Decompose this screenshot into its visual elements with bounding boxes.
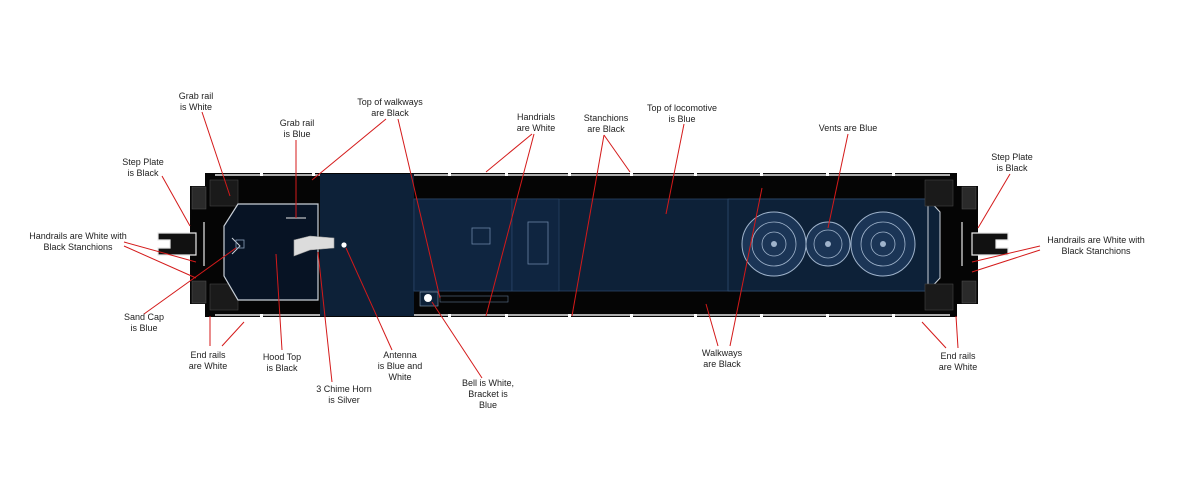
leader-grab-rail-white: [201, 111, 231, 197]
bell: [424, 294, 432, 302]
leader-end-rails-left-2: [221, 321, 245, 347]
right-tread-top: [961, 186, 977, 210]
left-coupler: [157, 232, 197, 256]
left-step-plate-top: [209, 179, 239, 207]
left-tread-top: [191, 186, 207, 210]
left-tread-bottom: [191, 280, 207, 304]
leader-handrails-left-1: [123, 241, 197, 263]
vent-fan-3: [850, 211, 916, 277]
right-tread-bottom: [961, 280, 977, 304]
radiator-section: [727, 197, 941, 293]
chime-horn: [293, 235, 335, 257]
sand-cap-box: [235, 239, 245, 249]
leader-walkways-2: [705, 303, 719, 347]
leader-vents: [827, 133, 849, 229]
leader-end-rails-right-1: [921, 321, 947, 349]
leader-walkways-1: [729, 187, 763, 347]
right-step-plate-top: [924, 179, 954, 207]
right-end: [924, 179, 1009, 311]
leader-top-walkways-2: [397, 118, 441, 299]
leader-handrails-2: [485, 133, 535, 317]
cab-roof: [320, 174, 414, 316]
leader-handrails-right-2: [971, 249, 1041, 273]
antenna: [341, 242, 347, 248]
hatch: [471, 227, 491, 245]
hood-panel-2: [511, 198, 560, 292]
leader-hood-top: [275, 253, 283, 351]
grill: [527, 221, 549, 265]
leader-handrails-1: [485, 133, 533, 173]
vent-fan-1: [741, 211, 807, 277]
leader-chime-horn: [317, 251, 333, 383]
leader-lines: [123, 111, 1041, 383]
right-step-plate-bottom: [924, 283, 954, 311]
stanchions: [260, 172, 895, 318]
leader-handrails-right-1: [971, 245, 1041, 263]
leader-bell: [431, 301, 483, 379]
rear-hood-taper: [927, 197, 941, 293]
leader-handrails-left-2: [123, 245, 197, 279]
leader-top-walkways-1: [311, 118, 387, 181]
leader-step-plate-left: [161, 175, 191, 227]
sand-cap: [231, 237, 241, 255]
vent-fan-2: [805, 221, 851, 267]
leader-stanchions-1: [603, 134, 631, 173]
leader-stanchions-2: [571, 134, 605, 317]
left-nose-hood: [223, 203, 319, 301]
leader-end-rails-right-2: [955, 315, 959, 349]
walkway-strip: [439, 295, 509, 303]
label-vents-blue: Vents are Blue: [818, 123, 878, 133]
right-coupler: [971, 232, 1009, 256]
leader-top-locomotive: [665, 123, 685, 215]
leader-sand-cap: [143, 247, 237, 315]
hood-panel-1: [413, 198, 513, 292]
left-end: [157, 174, 414, 316]
leader-antenna: [345, 247, 393, 351]
leader-step-plate-right: [977, 173, 1011, 229]
